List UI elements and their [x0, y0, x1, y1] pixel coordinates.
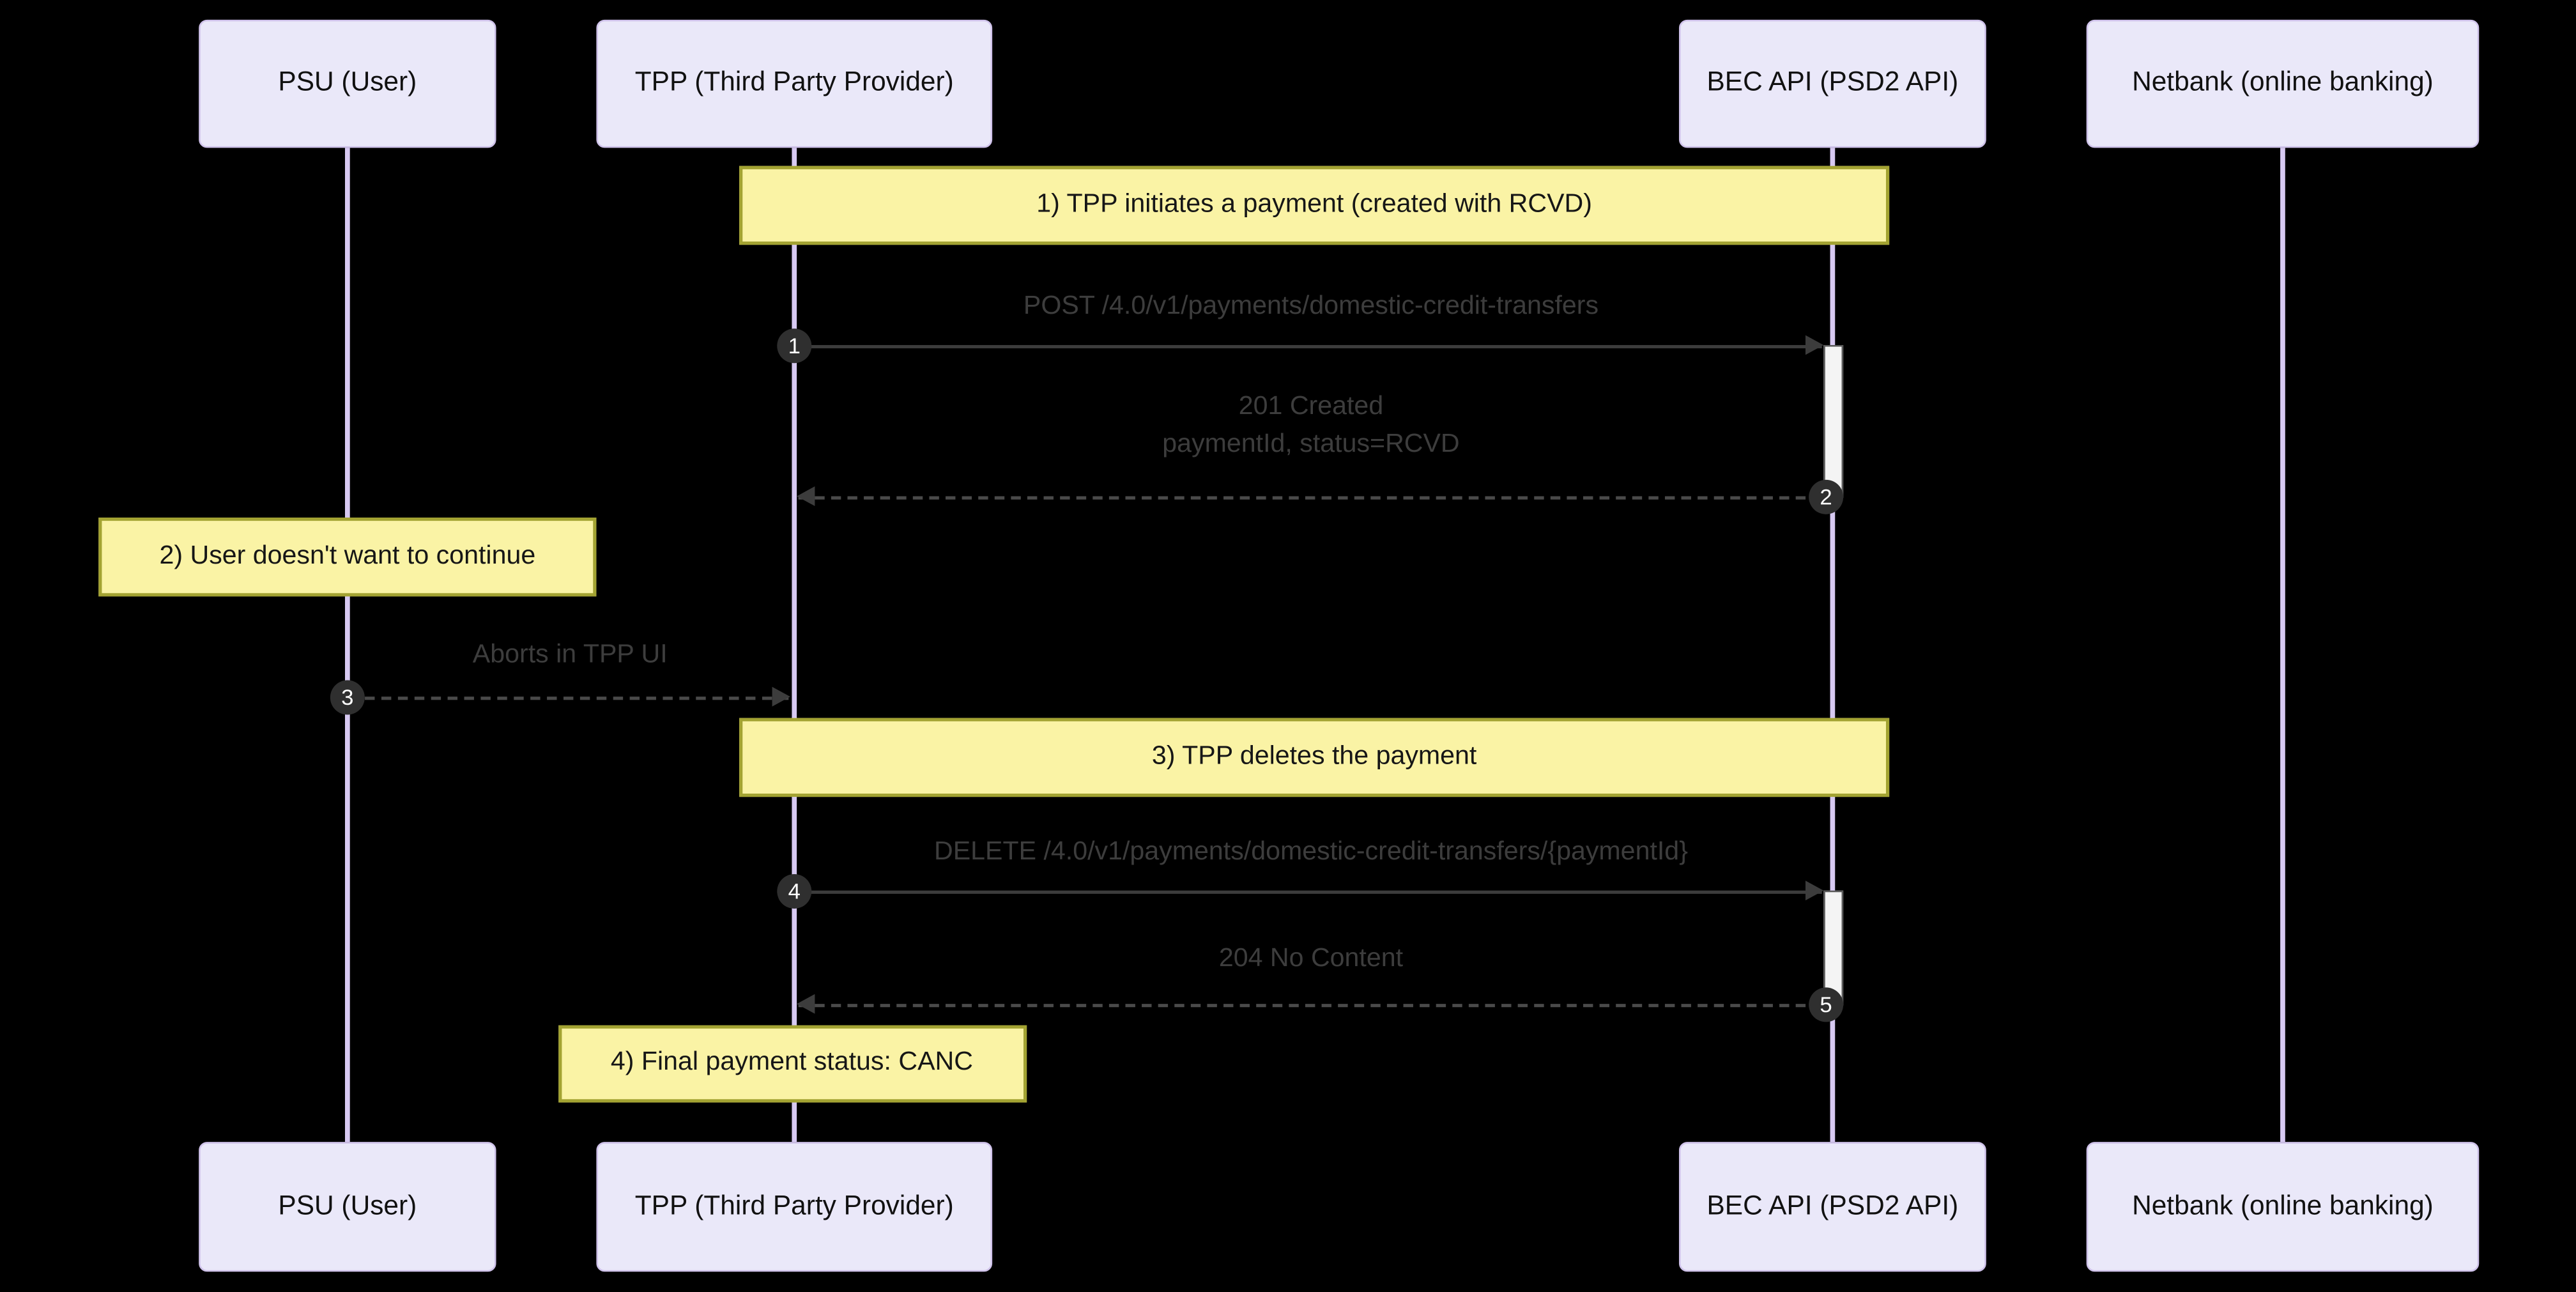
- actor-bottom-tpp: TPP (Third Party Provider): [596, 1141, 993, 1271]
- seq-circle-2: 2: [1809, 479, 1844, 514]
- actor-top-psu-label: PSU (User): [278, 67, 417, 97]
- actor-top-psu: PSU (User): [199, 19, 496, 148]
- note-2: 2) User doesn't want to continue: [98, 517, 597, 596]
- note-2-text: 2) User doesn't want to continue: [159, 541, 536, 570]
- message-2-line2: paymentId, status=RCVD: [1162, 430, 1460, 459]
- actor-bottom-bec: BEC API (PSD2 API): [1678, 1141, 1986, 1271]
- actor-bottom-psu-label: PSU (User): [278, 1190, 417, 1220]
- note-1: 1) TPP initiates a payment (created with…: [739, 165, 1890, 245]
- seq-circle-5: 5: [1809, 987, 1844, 1022]
- message-4-arrow: [794, 879, 1824, 900]
- arrowhead-right-icon: [771, 686, 790, 706]
- message-1-label: POST /4.0/v1/payments/domestic-credit-tr…: [1023, 292, 1599, 321]
- note-1-text: 1) TPP initiates a payment (created with…: [1036, 190, 1592, 219]
- actor-top-netbank-label: Netbank (online banking): [2132, 67, 2434, 97]
- message-5-arrow: [797, 993, 1822, 1013]
- message-2-line1: 201 Created: [1238, 392, 1384, 421]
- message-1-arrow: [794, 334, 1824, 355]
- activation-bar-1: [1822, 344, 1843, 498]
- seq-circle-1: 1: [777, 328, 812, 364]
- actor-bottom-netbank: Netbank (online banking): [2086, 1141, 2480, 1271]
- seq-circle-3: 3: [330, 680, 365, 715]
- arrowhead-left-icon: [797, 993, 815, 1013]
- message-5-label: 204 No Content: [1218, 944, 1404, 972]
- actor-top-bec-label: BEC API (PSD2 API): [1706, 67, 1959, 97]
- actor-bottom-bec-label: BEC API (PSD2 API): [1706, 1190, 1959, 1220]
- actor-top-bec: BEC API (PSD2 API): [1678, 19, 1986, 148]
- arrowhead-right-icon: [1805, 879, 1824, 900]
- actor-bottom-netbank-label: Netbank (online banking): [2132, 1190, 2434, 1220]
- message-3-arrow: [347, 686, 790, 706]
- lifeline-netbank: [2280, 147, 2285, 1141]
- message-2-label: 201 Created paymentId, status=RCVD: [736, 388, 1886, 463]
- note-3-text: 3) TPP deletes the payment: [1151, 741, 1477, 770]
- activation-bar-2: [1822, 890, 1843, 1006]
- seq-circle-4: 4: [777, 873, 812, 909]
- message-4-label: DELETE /4.0/v1/payments/domestic-credit-…: [934, 838, 1688, 866]
- actor-bottom-psu: PSU (User): [199, 1141, 496, 1271]
- lifeline-psu: [344, 147, 350, 1141]
- note-4-text: 4) Final payment status: CANC: [610, 1049, 973, 1077]
- lifeline-tpp: [792, 147, 797, 1141]
- arrowhead-right-icon: [1805, 334, 1824, 355]
- message-2-arrow: [797, 485, 1822, 505]
- lifeline-bec: [1830, 147, 1836, 1141]
- note-3: 3) TPP deletes the payment: [739, 717, 1890, 796]
- actor-top-tpp: TPP (Third Party Provider): [596, 19, 993, 148]
- actor-bottom-tpp-label: TPP (Third Party Provider): [634, 1190, 954, 1220]
- note-4: 4) Final payment status: CANC: [557, 1024, 1026, 1103]
- message-3-label: Aborts in TPP UI: [472, 640, 668, 668]
- actor-top-netbank: Netbank (online banking): [2086, 19, 2480, 148]
- arrowhead-left-icon: [797, 485, 815, 505]
- actor-top-tpp-label: TPP (Third Party Provider): [634, 67, 954, 97]
